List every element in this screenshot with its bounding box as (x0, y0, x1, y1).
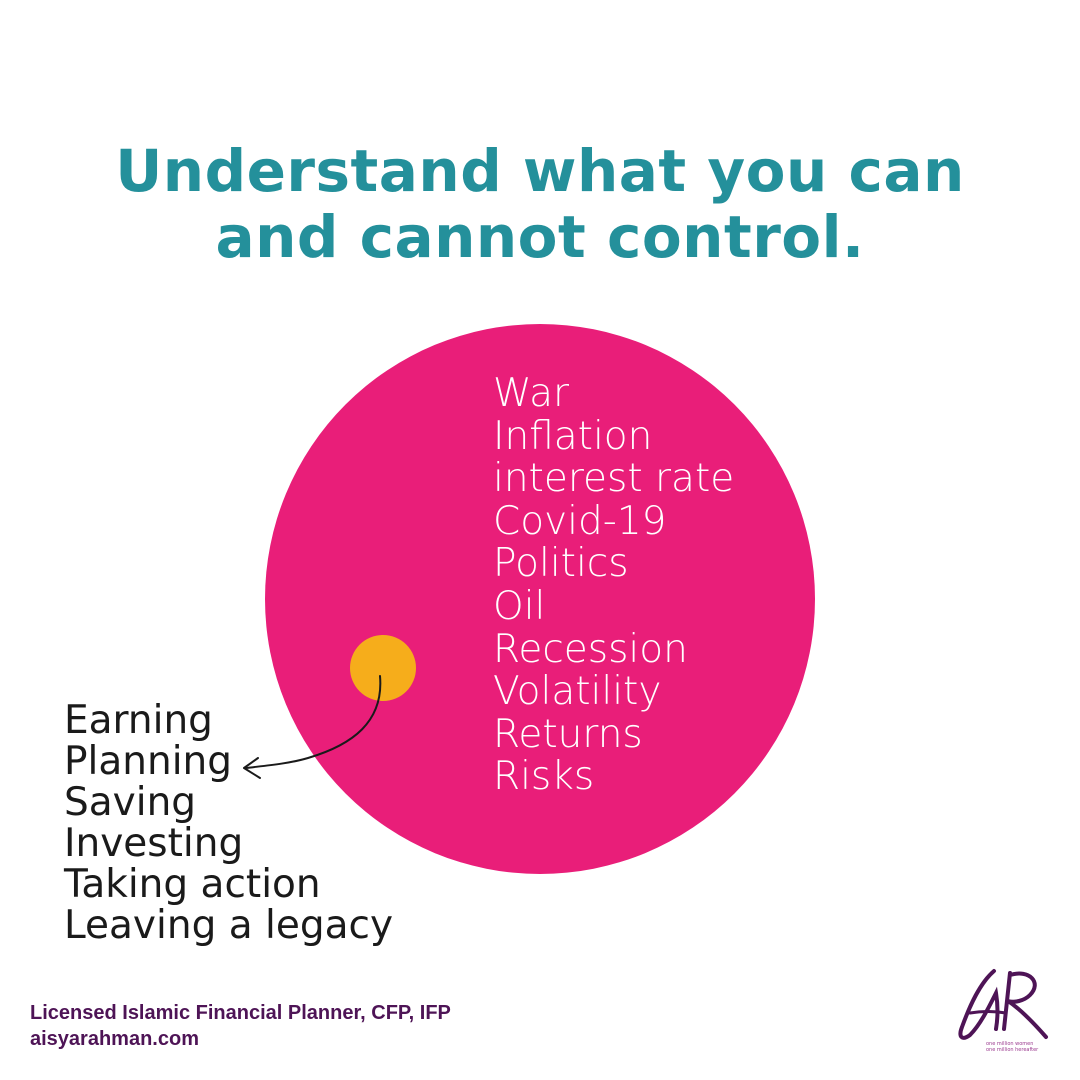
list-item: Politics (493, 541, 629, 587)
page-title: Understand what you can and cannot contr… (0, 138, 1080, 270)
list-item: interest rate (493, 456, 735, 502)
list-item: Oil (493, 583, 546, 629)
list-item: Volatility (493, 669, 662, 715)
list-item: Inflation (493, 413, 653, 459)
cannot-control-circle (265, 324, 815, 874)
footer: Licensed Islamic Financial Planner, CFP,… (30, 1000, 451, 1052)
list-item: Investing (64, 821, 244, 866)
list-item: Covid-19 (493, 498, 667, 544)
can-control-dot (350, 635, 416, 701)
list-item: Leaving a legacy (64, 903, 394, 948)
list-item: Risks (493, 754, 595, 800)
ar-logo-icon: AR one million women one million hereaft… (958, 969, 1048, 1053)
can-control-list: Earning Planning Saving Investing Taking… (64, 700, 393, 946)
list-item: Taking action (64, 862, 321, 907)
list-item: Recession (493, 626, 688, 672)
website-link[interactable]: aisyarahman.com (30, 1028, 199, 1050)
cannot-control-list: War Inflation interest rate Covid-19 Pol… (493, 371, 735, 800)
list-item: Returns (493, 711, 643, 757)
title-line-2: and cannot control. (215, 203, 865, 271)
credentials-text: Licensed Islamic Financial Planner, CFP,… (30, 1002, 451, 1024)
title-line-1: Understand what you can (115, 137, 965, 205)
svg-text:one million women: one million women (986, 1041, 1033, 1047)
list-item: War (493, 371, 570, 416)
list-item: Earning (64, 698, 213, 743)
svg-text:one million hereafter: one million hereafter (986, 1047, 1039, 1053)
list-item: Planning (64, 739, 232, 784)
list-item: Saving (64, 780, 197, 825)
